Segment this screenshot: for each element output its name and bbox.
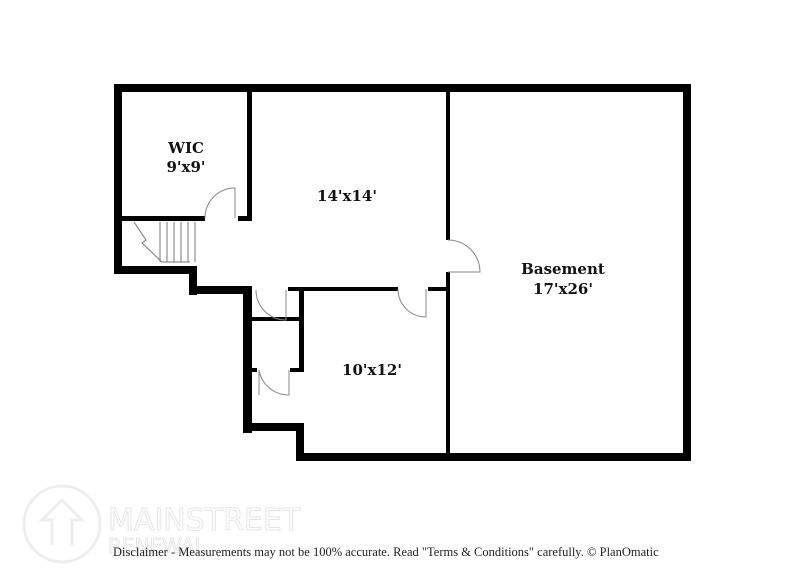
disclaimer-text: Disclaimer - Measurements may not be 100… <box>113 545 659 559</box>
room-basement-name: Basement <box>521 260 605 278</box>
door-room-b <box>397 288 427 318</box>
room-10x12-size: 10'x12' <box>342 361 402 379</box>
exterior-walls <box>114 84 691 461</box>
door-wic <box>204 187 236 219</box>
room-14x14-size: 14'x14' <box>317 187 377 205</box>
room-basement-size: 17'x26' <box>533 280 593 298</box>
stairs <box>133 221 196 263</box>
door-hall-closet <box>255 289 287 321</box>
mainstreet-logo: MAINSTREET RENEWAL <box>22 484 301 564</box>
room-wic-size: 9'x9' <box>166 158 205 176</box>
logo-wordmark: MAINSTREET <box>108 503 301 538</box>
room-wic-name: WIC <box>167 139 204 157</box>
door-basement <box>447 239 481 273</box>
door-closet <box>258 369 290 396</box>
logo-subtitle: RENEWAL <box>108 534 206 558</box>
